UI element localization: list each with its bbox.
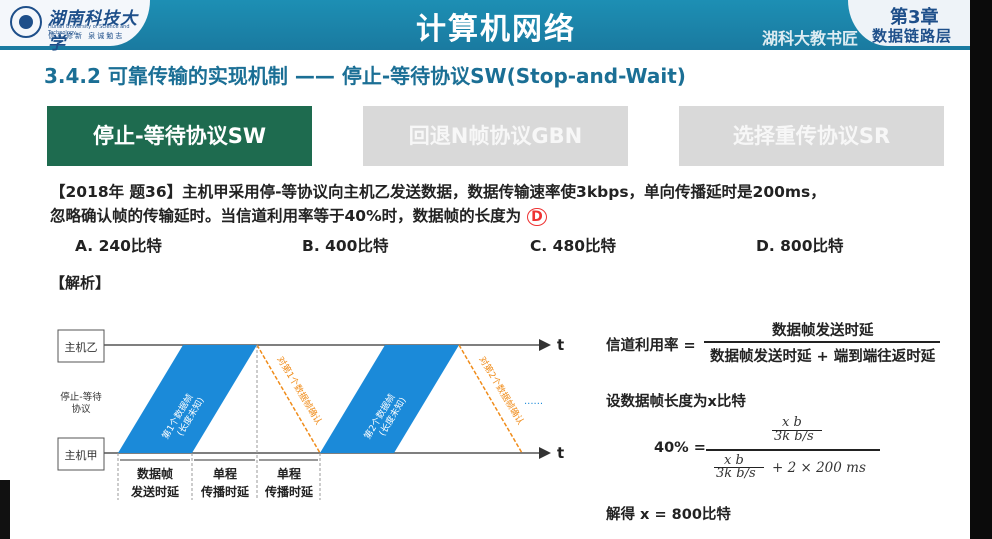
tab-gbn[interactable]: 回退N帧协议GBN — [363, 106, 628, 166]
host-a-box — [57, 437, 105, 471]
option-a: A. 240比特 — [75, 237, 162, 255]
ack-2-line — [458, 344, 523, 454]
university-motto: 信实修新 泉诚勉志 — [48, 32, 125, 40]
data-frame-2 — [320, 345, 459, 453]
solution-text: 解得 x = 800比特 — [606, 507, 731, 523]
question-line-2-text: 忽略确认帧的传输延时。当信道利用率等于40%时，数据帧的长度为 — [50, 207, 522, 225]
continuation-dots: ...... — [524, 396, 543, 407]
analysis-label: 【解析】 — [50, 274, 111, 292]
seg-1-line-1: 数据帧 — [137, 466, 173, 481]
assumption-text: 设数据帧长度为x比特 — [606, 394, 746, 410]
den-bottom: 3k b/s — [716, 466, 756, 481]
sw-timing-diagram: 主机乙 主机甲 停止-等待 协议 t t 第1个数据帧 (长度未知) 对第1个数… — [57, 329, 564, 500]
emblem-icon — [10, 6, 42, 38]
option-b: B. 400比特 — [302, 237, 389, 255]
seg-3-line-2: 传播时延 — [264, 484, 314, 499]
utilization-fraction-bar — [704, 341, 940, 343]
ack-1-label: 对第1个数据帧确认 — [274, 354, 324, 427]
seg-2-line-2: 传播时延 — [200, 484, 250, 499]
den-inner-bar — [714, 467, 764, 468]
screen-edge-left — [0, 480, 10, 539]
protocol-label-2: 协议 — [71, 403, 91, 415]
chapter-name: 数据链路层 — [872, 27, 953, 45]
question-line-2: 忽略确认帧的传输延时。当信道利用率等于40%时，数据帧的长度为 D — [50, 204, 547, 226]
ack-2-label: 对第2个数据帧确认 — [476, 354, 526, 427]
main-fraction-bar — [706, 449, 880, 451]
university-name: 湖南科技大学 — [48, 9, 138, 54]
den-rest: + 2 × 200 ms — [772, 460, 866, 476]
chapter-box — [848, 0, 992, 46]
section-title: 3.4.2 可靠传输的实现机制 —— 停止-等待协议SW(Stop-and-Wa… — [44, 64, 686, 88]
percent-label: 40% = — [654, 440, 706, 456]
header-bar — [0, 0, 992, 50]
data-frame-1 — [118, 345, 257, 453]
utilization-label: 信道利用率 = — [606, 338, 696, 354]
tab-sr[interactable]: 选择重传协议SR — [679, 106, 944, 166]
num-inner-bar — [772, 430, 822, 431]
course-title: 计算机网络 — [416, 12, 576, 47]
option-d: D. 800比特 — [756, 237, 844, 255]
utilization-denominator: 数据帧发送时延 + 端到端往返时延 — [710, 349, 936, 365]
num-top: x b — [782, 415, 802, 430]
time-label-b: t — [557, 336, 564, 354]
watermark: 湖科大教书匠 — [762, 29, 859, 48]
screen-edge-right — [970, 0, 992, 539]
host-a-label: 主机甲 — [65, 448, 98, 462]
chapter-number: 第3章 — [890, 7, 939, 28]
seg-3-line-1: 单程 — [277, 466, 301, 481]
protocol-label-1: 停止-等待 — [60, 391, 102, 403]
answer-badge: D — [527, 208, 547, 226]
question-line-1: 【2018年 题36】主机甲采用停-等协议向主机乙发送数据，数据传输速率使3kb… — [50, 183, 826, 201]
seg-2-line-1: 单程 — [213, 466, 237, 481]
host-b-box — [57, 329, 105, 363]
option-c: C. 480比特 — [530, 237, 617, 255]
tab-sw[interactable]: 停止-等待协议SW — [47, 106, 312, 166]
university-logo: 湖南科技大学 Hunan University of Science and T… — [0, 0, 150, 54]
time-label-a: t — [557, 444, 564, 462]
den-top: x b — [724, 453, 744, 468]
university-english: Hunan University of Science and Technolo… — [48, 24, 130, 36]
seg-1-line-2: 发送时延 — [130, 484, 180, 499]
utilization-numerator: 数据帧发送时延 — [772, 323, 874, 339]
num-bottom: 3k b/s — [774, 429, 814, 444]
ack-1-line — [256, 344, 321, 454]
host-b-label: 主机乙 — [65, 340, 98, 354]
